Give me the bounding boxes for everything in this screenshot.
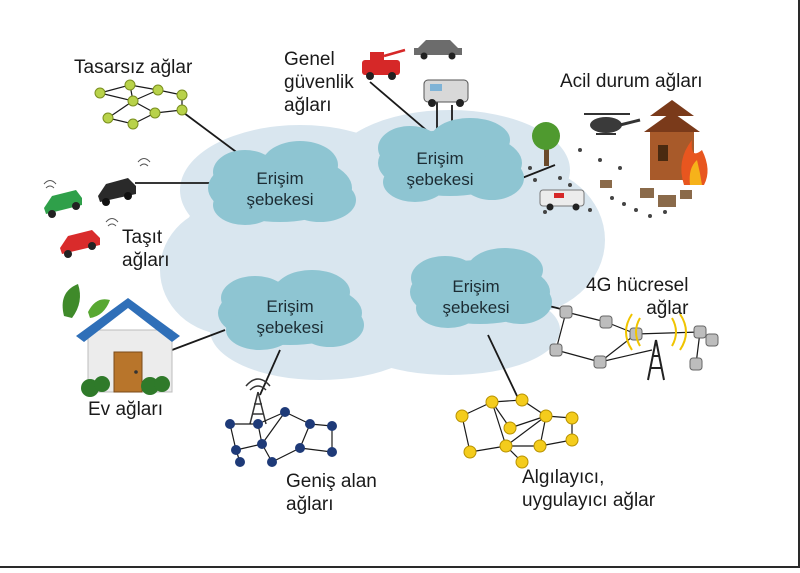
car-icon-green (44, 190, 82, 218)
mesh-node (176, 89, 188, 101)
sensor-network (455, 393, 579, 469)
mesh-node (127, 95, 139, 107)
signal-waves (43, 158, 151, 227)
people-dots (528, 148, 667, 218)
label-wireless: Tasarsız ağlar (74, 57, 193, 78)
mesh-node (127, 118, 139, 130)
mesh-node (176, 104, 188, 116)
cloud-label-bottom-left: Erişim şebekesi (256, 297, 324, 337)
wireless-mesh (94, 79, 188, 130)
vehicle-network (43, 158, 151, 258)
cell-tower-icon (625, 313, 687, 381)
tree-icon (532, 122, 560, 166)
cloud-label-bottom-right: Erişim şebekesi (442, 277, 510, 317)
label-sensor: Algılayıcı, uygulayıcı ağlar (522, 467, 656, 511)
label-wide-area: Geniş alan ağları (286, 471, 377, 515)
label-public-safety: Genel güvenlik ağları (284, 49, 354, 116)
access-cloud-top-right (378, 118, 524, 202)
link-public-safety-1 (369, 81, 433, 136)
label-cellular-4g: 4G hücresel ağlar (586, 275, 689, 319)
house-icon (62, 284, 180, 397)
fire-truck-icon (362, 48, 406, 80)
bush-icon (81, 376, 170, 397)
mesh-node (124, 79, 136, 91)
cloud-label-top-left: Erişim şebekesi (246, 169, 314, 209)
emergency-scene (528, 100, 708, 218)
ambulance-icon (423, 79, 469, 107)
label-emergency: Acil durum ağları (560, 71, 703, 92)
access-cloud-top-left (208, 141, 356, 225)
tower-icon (245, 378, 271, 425)
mesh-node (94, 87, 106, 99)
link-home (171, 329, 226, 351)
public-safety-vehicles (362, 40, 469, 107)
debris-icon (600, 180, 692, 207)
cloud-label-top-right: Erişim şebekesi (406, 149, 474, 189)
fire-icon (681, 140, 708, 185)
car-icon-black (98, 178, 136, 206)
ambulance-emergency-icon (539, 189, 585, 211)
frame-edge-right (798, 0, 800, 568)
car-icon-red (60, 230, 100, 258)
helicopter-icon (584, 113, 641, 135)
frame-edge-bottom (0, 566, 800, 568)
cellular-network (549, 305, 719, 381)
police-car-icon (414, 40, 462, 60)
mesh-node (152, 84, 164, 96)
wide-area-network (225, 378, 337, 467)
access-cloud-bottom-left (218, 270, 364, 350)
mesh-node (149, 107, 161, 119)
label-home: Ev ağları (88, 399, 163, 420)
label-vehicle: Taşıt ağları (122, 227, 170, 271)
access-cloud-bottom-right (410, 248, 552, 328)
link-sensor (487, 334, 519, 399)
mesh-node (102, 112, 114, 124)
leaf-icon (62, 284, 110, 318)
